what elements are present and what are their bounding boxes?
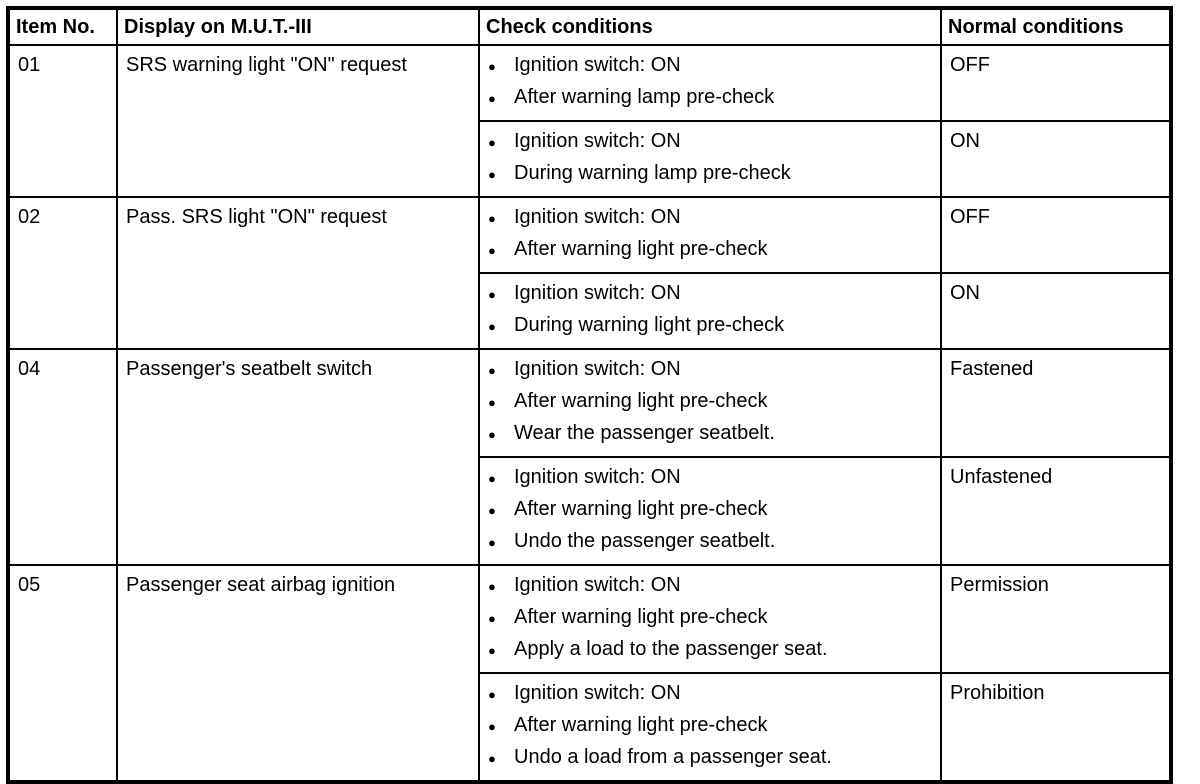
- check-condition-item: ● After warning light pre-check: [488, 234, 932, 266]
- check-condition-text: Ignition switch: ON: [514, 466, 681, 488]
- display-on-mut-cell: SRS warning light "ON" request: [116, 44, 480, 198]
- check-condition-item: ● Ignition switch: ON: [488, 126, 932, 158]
- check-condition-text: Undo a load from a passenger seat.: [514, 746, 832, 768]
- check-condition-text: Ignition switch: ON: [514, 130, 681, 152]
- table-row: ● Ignition switch: ON ● During warning ligh…: [8, 272, 1172, 350]
- check-condition-text: After warning light pre-check: [514, 714, 768, 736]
- display-on-mut-cell: Passenger seat airbag ignition: [116, 564, 480, 783]
- check-condition-item: ● After warning light pre-check: [488, 494, 932, 526]
- table-row: ● Ignition switch: ON ● After warning light…: [8, 672, 1172, 783]
- check-conditions-cell: ● Ignition switch: ON ● After warning light…: [478, 456, 942, 566]
- normal-condition-cell: Permission: [940, 564, 1172, 674]
- check-condition-item: ● Ignition switch: ON: [488, 278, 932, 310]
- check-condition-item: ● After warning light pre-check: [488, 602, 932, 634]
- display-on-mut-cell: Pass. SRS light "ON" request: [116, 196, 480, 350]
- bullet-icon: ●: [488, 579, 496, 594]
- bullet-icon: ●: [488, 167, 496, 182]
- bullet-icon: ●: [488, 135, 496, 150]
- check-condition-text: Undo the passenger seatbelt.: [514, 530, 776, 552]
- check-condition-text: During warning light pre-check: [514, 314, 785, 336]
- check-condition-text: Ignition switch: ON: [514, 682, 681, 704]
- check-condition-item: ● During warning lamp pre-check: [488, 158, 932, 190]
- check-condition-item: ● Ignition switch: ON: [488, 354, 932, 386]
- check-condition-item: ● Ignition switch: ON: [488, 570, 932, 602]
- display-on-mut-cell: Passenger's seatbelt switch: [116, 348, 480, 566]
- bullet-icon: ●: [488, 287, 496, 302]
- check-condition-text: Ignition switch: ON: [514, 282, 681, 304]
- normal-condition-cell: Fastened: [940, 348, 1172, 458]
- check-condition-item: ● Wear the passenger seatbelt.: [488, 418, 932, 450]
- check-condition-item: ● Undo the passenger seatbelt.: [488, 526, 932, 558]
- normal-condition-cell: ON: [940, 120, 1172, 198]
- check-condition-text: After warning lamp pre-check: [514, 86, 775, 108]
- normal-condition-cell: OFF: [940, 44, 1172, 122]
- check-conditions-cell: ● Ignition switch: ON ● After warning light…: [478, 564, 942, 674]
- check-condition-item: ● Ignition switch: ON: [488, 202, 932, 234]
- check-condition-text: After warning light pre-check: [514, 390, 768, 412]
- check-condition-item: ● After warning lamp pre-check: [488, 82, 932, 114]
- check-conditions-cell: ● Ignition switch: ON ● After warning light…: [478, 348, 942, 458]
- bullet-icon: ●: [488, 319, 496, 334]
- check-condition-item: ● Undo a load from a passenger seat.: [488, 742, 932, 774]
- bullet-icon: ●: [488, 91, 496, 106]
- bullet-icon: ●: [488, 719, 496, 734]
- bullet-icon: ●: [488, 427, 496, 442]
- normal-condition-cell: Prohibition: [940, 672, 1172, 783]
- bullet-icon: ●: [488, 471, 496, 486]
- check-conditions-cell: ● Ignition switch: ON ● After warning light…: [478, 672, 942, 783]
- check-condition-item: ● Ignition switch: ON: [488, 678, 932, 710]
- bullet-icon: ●: [488, 363, 496, 378]
- table-row: ● Ignition switch: ON ● After warning light…: [8, 456, 1172, 566]
- column-header-check-conditions: Check conditions: [478, 7, 942, 46]
- normal-condition-cell: Unfastened: [940, 456, 1172, 566]
- check-condition-text: After warning light pre-check: [514, 606, 768, 628]
- item-no-cell: 01: [7, 44, 118, 198]
- bullet-icon: ●: [488, 751, 496, 766]
- bullet-icon: ●: [488, 211, 496, 226]
- check-condition-text: Ignition switch: ON: [514, 574, 681, 596]
- check-condition-item: ● After warning light pre-check: [488, 386, 932, 418]
- bullet-icon: ●: [488, 687, 496, 702]
- bullet-icon: ●: [488, 243, 496, 258]
- normal-condition-cell: OFF: [940, 196, 1172, 274]
- column-header-normal-conditions: Normal conditions: [940, 7, 1172, 46]
- bullet-icon: ●: [488, 611, 496, 626]
- normal-condition-cell: ON: [940, 272, 1172, 350]
- check-condition-text: Wear the passenger seatbelt.: [514, 422, 775, 444]
- bullet-icon: ●: [488, 535, 496, 550]
- mut-diagnostic-data-table: Item No. Display on M.U.T.-III Check con…: [6, 6, 1173, 784]
- check-condition-item: ● Ignition switch: ON: [488, 462, 932, 494]
- check-condition-item: ● Ignition switch: ON: [488, 50, 932, 82]
- check-condition-text: Ignition switch: ON: [514, 206, 681, 228]
- check-condition-text: During warning lamp pre-check: [514, 162, 791, 184]
- item-no-cell: 04: [7, 348, 118, 566]
- check-conditions-cell: ● Ignition switch: ON ● During warning lamp…: [478, 120, 942, 198]
- column-header-display: Display on M.U.T.-III: [116, 7, 480, 46]
- column-header-item-no: Item No.: [7, 7, 118, 46]
- bullet-icon: ●: [488, 59, 496, 74]
- item-no-cell: 02: [7, 196, 118, 350]
- bullet-icon: ●: [488, 395, 496, 410]
- table-row: ● Ignition switch: ON ● During warning lamp…: [8, 120, 1172, 198]
- check-condition-text: Ignition switch: ON: [514, 358, 681, 380]
- bullet-icon: ●: [488, 503, 496, 518]
- check-conditions-cell: ● Ignition switch: ON ● After warning lamp …: [478, 44, 942, 122]
- bullet-icon: ●: [488, 643, 496, 658]
- check-condition-text: After warning light pre-check: [514, 238, 768, 260]
- check-condition-text: Ignition switch: ON: [514, 54, 681, 76]
- check-conditions-cell: ● Ignition switch: ON ● During warning ligh…: [478, 272, 942, 350]
- header-row: Item No. Display on M.U.T.-III Check con…: [7, 7, 1172, 46]
- check-condition-item: ● After warning light pre-check: [488, 710, 932, 742]
- check-conditions-cell: ● Ignition switch: ON ● After warning light…: [478, 196, 942, 274]
- check-condition-text: Apply a load to the passenger seat.: [514, 638, 828, 660]
- check-condition-text: After warning light pre-check: [514, 498, 768, 520]
- check-condition-item: ● Apply a load to the passenger seat.: [488, 634, 932, 666]
- item-no-cell: 05: [7, 564, 118, 783]
- check-condition-item: ● During warning light pre-check: [488, 310, 932, 342]
